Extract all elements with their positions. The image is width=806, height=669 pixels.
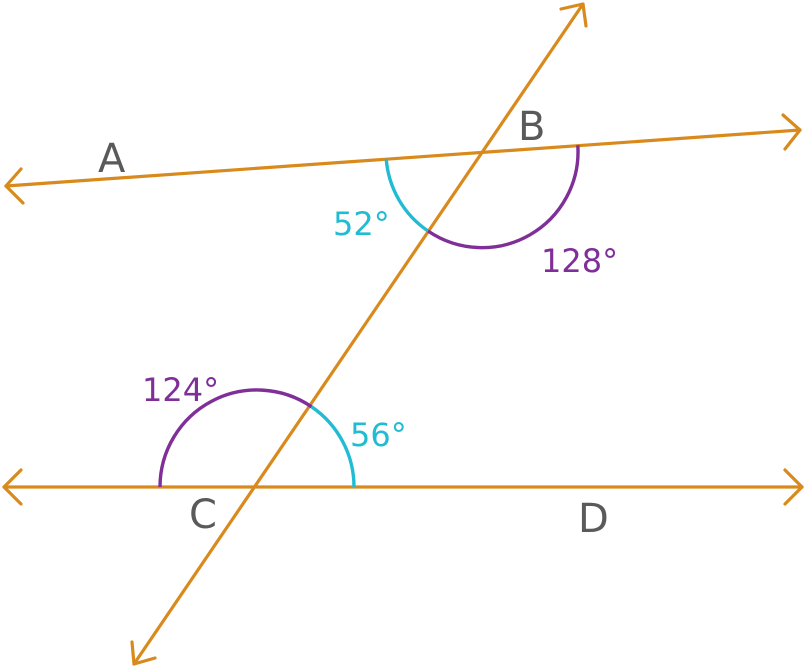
transversal-line bbox=[130, 2, 588, 666]
point-label-d: D bbox=[578, 496, 609, 542]
transversal-top-arrowhead bbox=[559, 2, 588, 28]
point-label-b: B bbox=[518, 104, 545, 150]
angle-arc-b-acute bbox=[384, 158, 429, 233]
transversal-segment bbox=[132, 2, 585, 666]
angle-arc-c-obtuse bbox=[158, 388, 313, 488]
line-cd bbox=[2, 468, 804, 506]
angle-label-c-obtuse: 124° bbox=[142, 371, 219, 409]
angle-label-b-obtuse: 128° bbox=[541, 242, 618, 280]
angle-label-c-acute: 56° bbox=[350, 416, 407, 454]
line-cd-right-arrowhead bbox=[783, 468, 804, 506]
line-cd-left-arrowhead bbox=[2, 468, 23, 506]
point-label-a: A bbox=[98, 136, 126, 182]
line-ab bbox=[4, 113, 802, 205]
line-ab-right-arrowhead bbox=[781, 113, 802, 151]
angle-label-b-acute: 52° bbox=[333, 205, 390, 243]
transversal-bottom-arrowhead bbox=[130, 640, 157, 666]
angle-arc-c-acute bbox=[310, 405, 356, 488]
angle-arc-b-obtuse bbox=[427, 145, 580, 250]
line-ab-left-arrowhead bbox=[4, 167, 25, 205]
line-ab-segment bbox=[4, 128, 802, 188]
point-label-c: C bbox=[189, 492, 217, 538]
